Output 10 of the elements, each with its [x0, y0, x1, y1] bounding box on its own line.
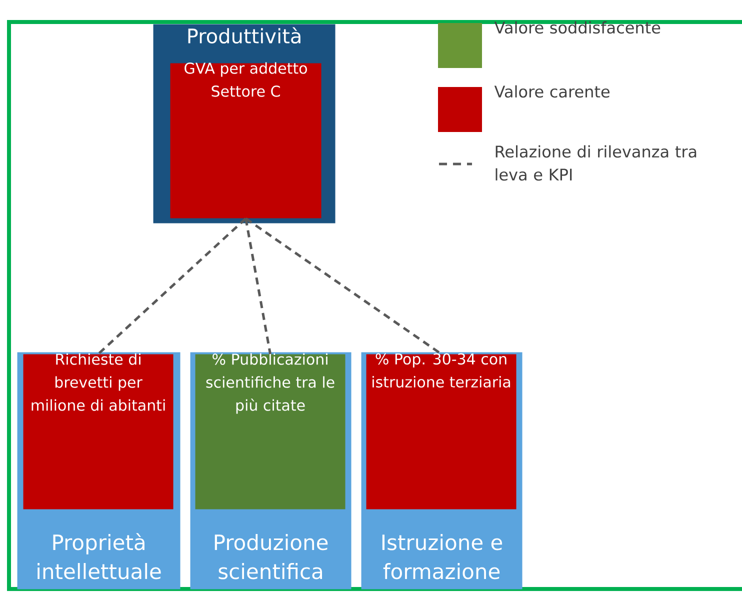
legend-text: Valore soddisfacente [494, 21, 660, 34]
legend-text: Relazione di rilevanza tra leva e KPI [496, 145, 696, 181]
dashed-line [245, 218, 442, 356]
indicator-box: GVA per addetto Settore C [170, 62, 322, 218]
indicator-box: Richieste di brevetti per milione di abitanti [23, 353, 174, 510]
dashed-line [244, 218, 272, 354]
dashed-line [97, 218, 247, 355]
indicator-box: % Pubblicazioni scientifiche tra le più citate [195, 353, 346, 510]
indicator-box: % Pop. 30-34 con istruzione terziaria [366, 353, 516, 510]
legend-text: Valore carente [494, 85, 610, 98]
